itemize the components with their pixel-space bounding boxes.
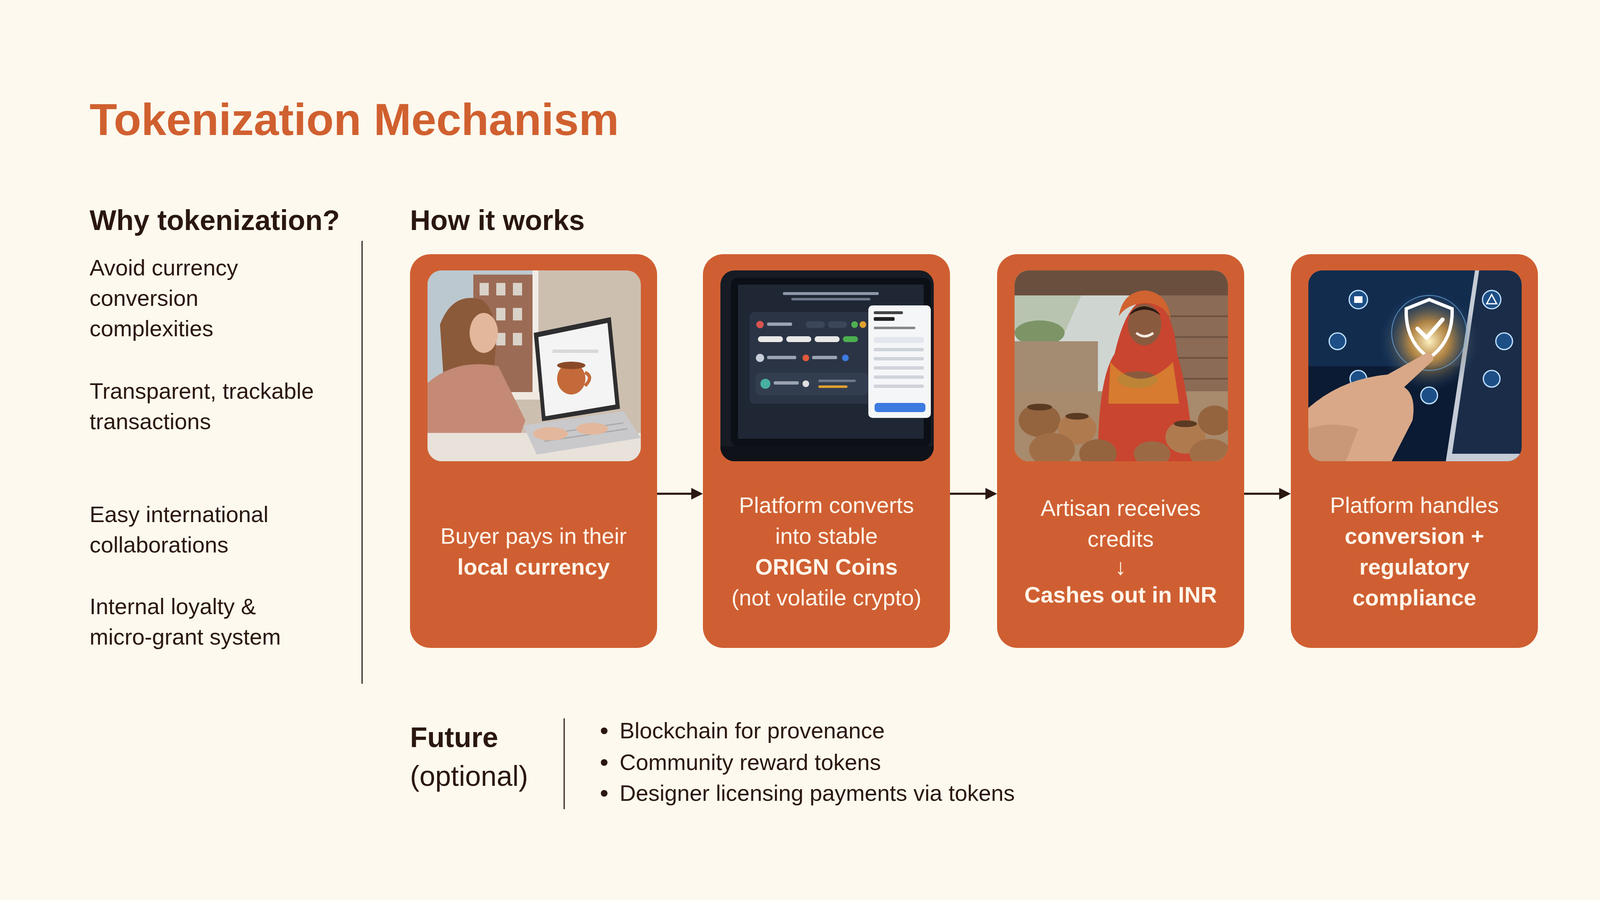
process-card: Platform handlesconversion + regulatory … bbox=[1290, 254, 1538, 648]
buyer-photo bbox=[427, 270, 641, 462]
arrow-shaft bbox=[950, 492, 988, 495]
arrow-shaft bbox=[657, 492, 693, 495]
card-text: Platform converts into stableORIGN Coins… bbox=[702, 489, 950, 613]
reason-item: Internal loyalty & micro-grant system bbox=[89, 591, 323, 653]
future-item: Community reward tokens bbox=[619, 747, 1245, 778]
future-subheading: (optional) bbox=[410, 756, 560, 795]
future-divider bbox=[563, 718, 565, 810]
card-text-line: ORIGN Coins bbox=[721, 551, 932, 583]
process-card: Platform converts into stableORIGN Coins… bbox=[702, 254, 950, 648]
card-text-line: (not volatile crypto) bbox=[721, 582, 932, 613]
photo-frame bbox=[1014, 270, 1228, 462]
card-text: Artisan receives credits↓Cashes out in I… bbox=[997, 492, 1245, 610]
platform-screen-photo bbox=[720, 270, 934, 462]
section-heading: How it works bbox=[410, 200, 785, 240]
card-text-line: local currency bbox=[428, 551, 639, 583]
arrow-head bbox=[985, 487, 998, 500]
reason-item: Easy international collaborations bbox=[89, 499, 315, 560]
arrow-head bbox=[1279, 487, 1291, 500]
card-text-line: Buyer pays in their bbox=[428, 520, 639, 552]
compliance-photo bbox=[1308, 270, 1522, 462]
process-card: Artisan receives credits↓Cashes out in I… bbox=[997, 254, 1245, 648]
bullet-dot bbox=[600, 759, 608, 766]
section-heading: Why tokenization? bbox=[89, 200, 382, 240]
future-item: Blockchain for provenance bbox=[619, 715, 1245, 746]
reason-item: Transparent, trackable transactions bbox=[89, 375, 315, 437]
flow-arrow bbox=[1244, 487, 1291, 500]
card-text-line: Artisan receives credits bbox=[1015, 492, 1226, 555]
photo-frame bbox=[720, 270, 934, 462]
future-heading: Future bbox=[410, 717, 552, 757]
photo-frame bbox=[1308, 270, 1522, 462]
flow-arrow bbox=[657, 487, 703, 500]
photo-frame bbox=[427, 270, 641, 462]
arrow-head bbox=[691, 487, 703, 500]
future-item: Designer licensing payments via tokens bbox=[619, 777, 1245, 809]
flow-arrow-glyph: ↓ bbox=[1015, 554, 1226, 580]
card-text: Platform handlesconversion + regulatory … bbox=[1290, 489, 1538, 613]
card-text: Buyer pays in theirlocal currency bbox=[410, 520, 658, 583]
card-text-line: Platform handles bbox=[1309, 489, 1520, 521]
card-text-line: Platform converts into stable bbox=[721, 489, 932, 552]
column-divider bbox=[361, 240, 363, 684]
arrow-shaft bbox=[1244, 492, 1281, 495]
bullet-dot bbox=[600, 727, 608, 735]
artisan-photo bbox=[1014, 270, 1228, 462]
slide-title: Tokenization Mechanism bbox=[89, 92, 619, 147]
reason-item: Avoid currency conversion complexities bbox=[89, 252, 315, 344]
flow-arrow bbox=[950, 487, 998, 500]
card-text-line: Cashes out in INR bbox=[1015, 579, 1226, 610]
card-text-line: conversion + regulatory compliance bbox=[1309, 520, 1520, 613]
process-card: Buyer pays in theirlocal currency bbox=[410, 254, 658, 648]
bullet-dot bbox=[600, 790, 608, 797]
